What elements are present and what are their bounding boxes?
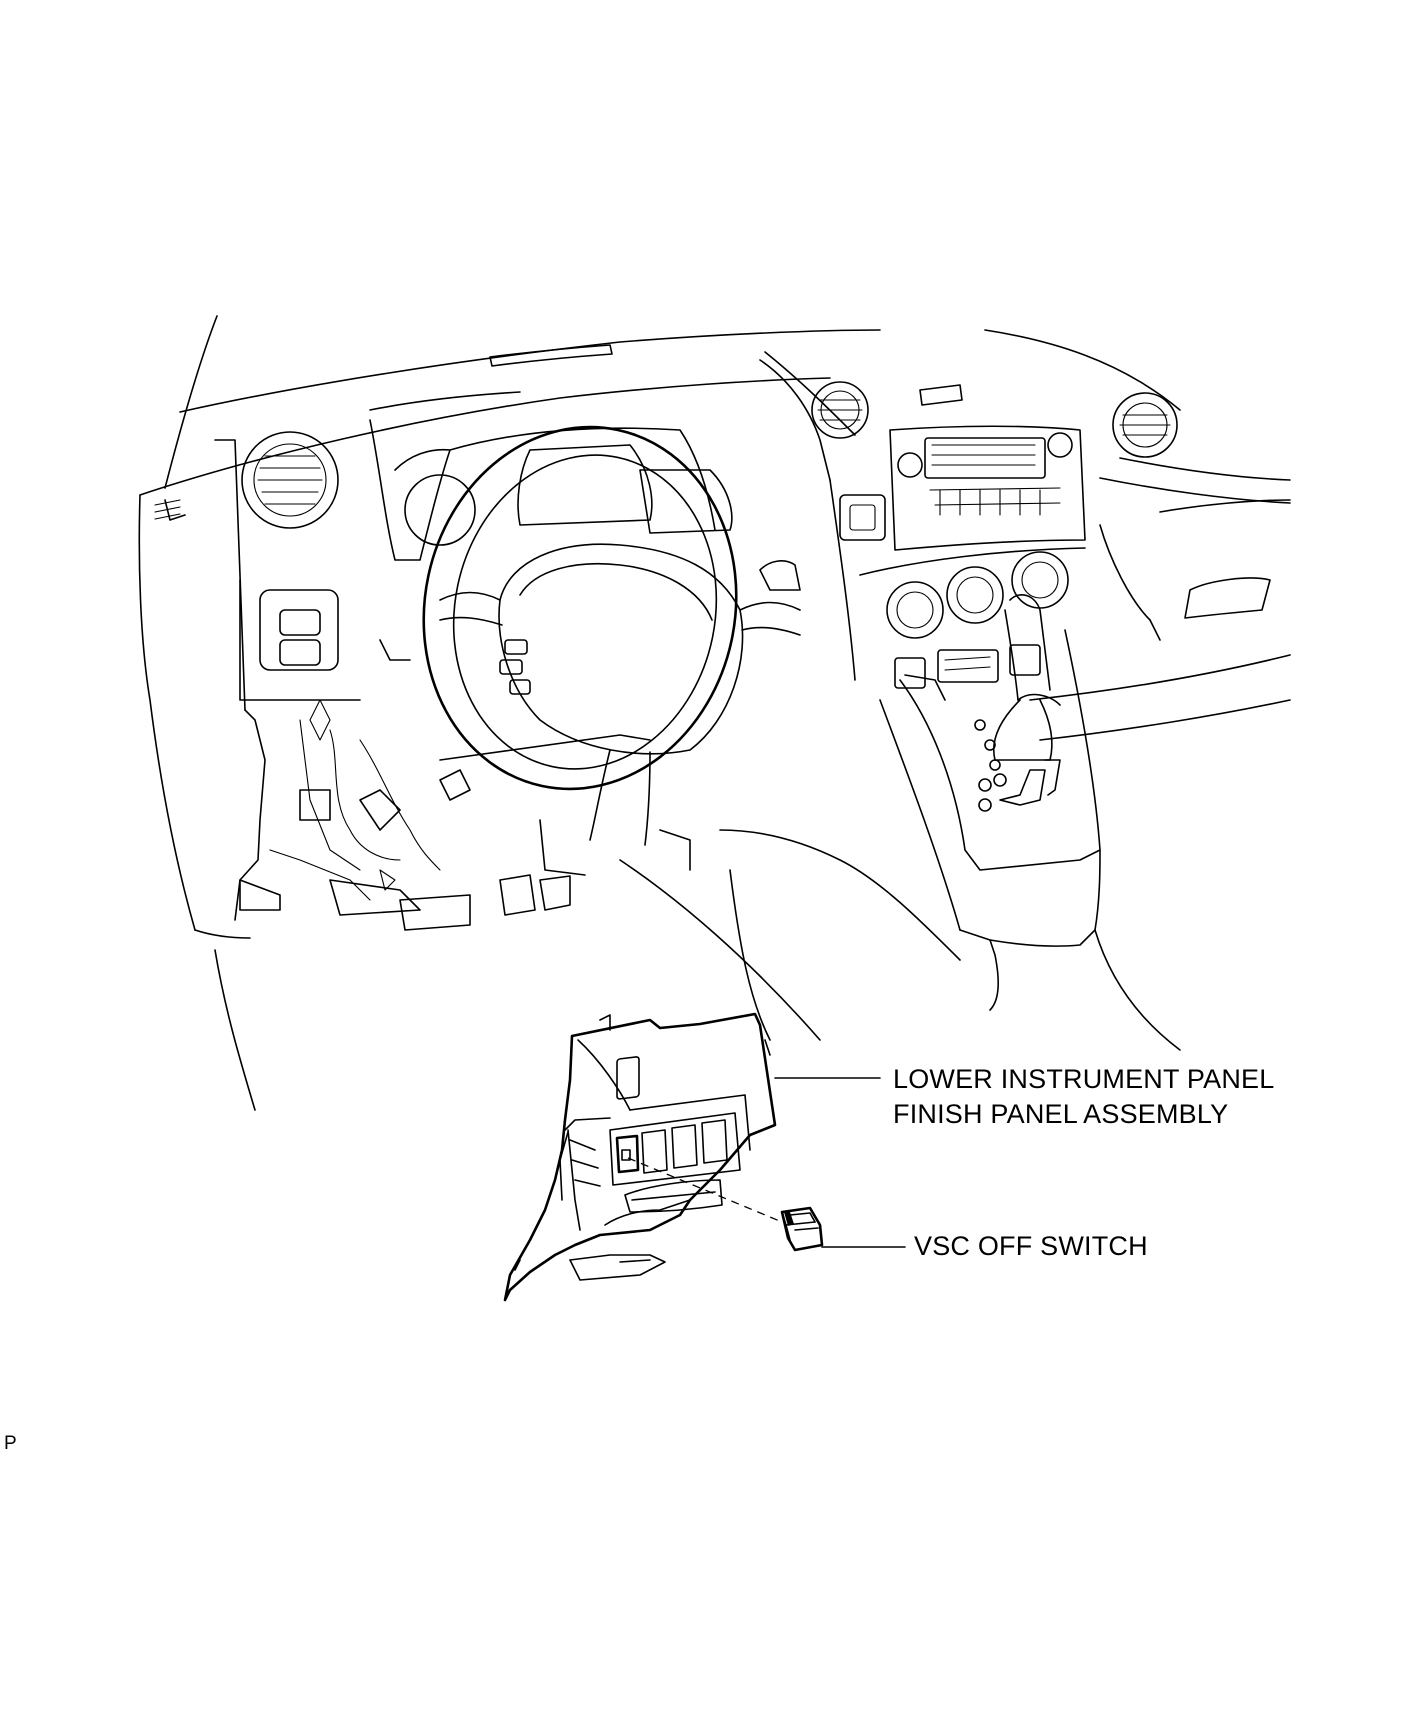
lower-panel-label-line2: FINISH PANEL ASSEMBLY bbox=[893, 1099, 1229, 1129]
dashboard-drawing bbox=[138, 315, 1291, 1111]
vsc-switch-label: VSC OFF SWITCH bbox=[914, 1231, 1148, 1261]
figure-code: P bbox=[4, 1433, 17, 1454]
vsc-switch-drawing bbox=[780, 1206, 824, 1252]
lower-panel-label: LOWER INSTRUMENT PANEL FINISH PANEL ASSE… bbox=[893, 1062, 1274, 1132]
steering-wheel-drawing bbox=[422, 425, 801, 876]
lower-panel-label-line1: LOWER INSTRUMENT PANEL bbox=[893, 1064, 1275, 1094]
leader-lines bbox=[774, 1077, 906, 1248]
lower-panel-drawing bbox=[503, 1012, 783, 1302]
